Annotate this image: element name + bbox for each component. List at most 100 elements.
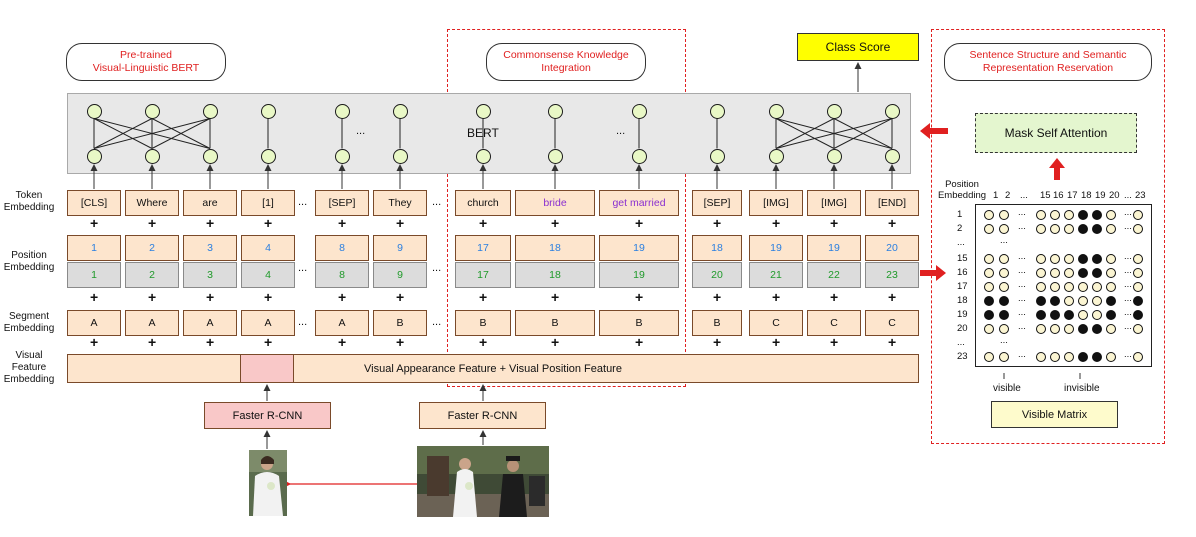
invisible-dot bbox=[1078, 324, 1088, 334]
invisible-dot bbox=[1092, 268, 1102, 278]
visible-dot bbox=[984, 268, 994, 278]
bert-node bbox=[547, 148, 563, 164]
segment-cell: B bbox=[692, 310, 742, 336]
plus-sign: + bbox=[479, 215, 488, 231]
plus-sign: + bbox=[206, 289, 215, 305]
structure-region bbox=[931, 29, 1165, 444]
visible-dot bbox=[984, 282, 994, 292]
plus-sign: + bbox=[772, 334, 781, 350]
matrix-ellipsis: ... bbox=[1124, 207, 1132, 218]
bert-node bbox=[202, 103, 218, 119]
plus-sign: + bbox=[90, 334, 99, 350]
visible-dot bbox=[1092, 296, 1102, 306]
plus-sign: + bbox=[264, 215, 273, 231]
matrix-ellipsis: ... bbox=[1018, 279, 1026, 290]
matrix-row-label: 20 bbox=[957, 323, 968, 334]
segment-cell: C bbox=[749, 310, 803, 336]
plus-sign: + bbox=[713, 334, 722, 350]
invisible-dot bbox=[1078, 224, 1088, 234]
bert-node bbox=[768, 103, 784, 119]
callout-line: Commonsense Knowledge bbox=[503, 49, 629, 61]
callout-line: Integration bbox=[541, 62, 591, 74]
plus-sign: + bbox=[90, 289, 99, 305]
matrix-row-label: 16 bbox=[957, 267, 968, 278]
wedding-scene-image bbox=[417, 446, 549, 517]
matrix-row-label: 18 bbox=[957, 295, 968, 306]
visible-dot bbox=[984, 254, 994, 264]
matrix-ellipsis: ... bbox=[1018, 207, 1026, 218]
visible-dot bbox=[1036, 282, 1046, 292]
visible-dot bbox=[1133, 224, 1143, 234]
matrix-row-label: 23 bbox=[957, 351, 968, 362]
invisible-dot bbox=[1036, 296, 1046, 306]
invisible-dot bbox=[984, 310, 994, 320]
position-cell: 22 bbox=[807, 262, 861, 288]
visible-dot bbox=[1133, 268, 1143, 278]
label-line: Feature bbox=[11, 362, 47, 373]
visible-dot bbox=[1106, 324, 1116, 334]
position-embedding-label: Position Embedding bbox=[0, 250, 58, 274]
up-arrow-icon bbox=[1049, 158, 1065, 180]
invisible-dot bbox=[1092, 210, 1102, 220]
visible-dot bbox=[1064, 324, 1074, 334]
plus-sign: + bbox=[338, 289, 347, 305]
plus-sign: + bbox=[264, 289, 273, 305]
matrix-ellipsis: ... bbox=[1124, 251, 1132, 262]
plus-sign: + bbox=[479, 289, 488, 305]
visible-dot bbox=[984, 224, 994, 234]
plus-sign: + bbox=[396, 334, 405, 350]
position-cell: 20 bbox=[865, 235, 919, 261]
position-cell: 1 bbox=[67, 235, 121, 261]
plus-sign: + bbox=[338, 215, 347, 231]
plus-sign: + bbox=[635, 334, 644, 350]
invisible-dot bbox=[984, 296, 994, 306]
label-line: Embedding bbox=[937, 190, 987, 201]
invisible-dot bbox=[1133, 296, 1143, 306]
visible-dot bbox=[1106, 210, 1116, 220]
plus-sign: + bbox=[888, 215, 897, 231]
row-ellipsis: ... bbox=[298, 196, 308, 208]
plus-sign: + bbox=[830, 215, 839, 231]
label-line: Position bbox=[11, 250, 47, 261]
bert-node bbox=[392, 148, 408, 164]
bert-node bbox=[86, 148, 102, 164]
callout-line: Representation Reservation bbox=[982, 62, 1114, 74]
matrix-col-label: 19 bbox=[1095, 190, 1106, 201]
segment-cell: A bbox=[315, 310, 369, 336]
visible-dot bbox=[1036, 324, 1046, 334]
matrix-row-label: 1 bbox=[957, 209, 963, 220]
plus-sign: + bbox=[396, 289, 405, 305]
bert-node bbox=[260, 103, 276, 119]
label-line: Visual bbox=[15, 350, 43, 361]
bert-node bbox=[334, 103, 350, 119]
bert-node bbox=[260, 148, 276, 164]
plus-sign: + bbox=[635, 289, 644, 305]
token-cell: [SEP] bbox=[315, 190, 369, 216]
visible-dot bbox=[1078, 296, 1088, 306]
position-cell: 19 bbox=[807, 235, 861, 261]
bert-node bbox=[202, 148, 218, 164]
position-cell: 19 bbox=[749, 235, 803, 261]
position-cell: 19 bbox=[599, 235, 679, 261]
visible-dot bbox=[1092, 310, 1102, 320]
position-cell: 18 bbox=[515, 235, 595, 261]
position-cell: 1 bbox=[67, 262, 121, 288]
matrix-col-label: 23 bbox=[1135, 190, 1146, 201]
plus-sign: + bbox=[90, 215, 99, 231]
visible-dot bbox=[999, 352, 1009, 362]
plus-sign: + bbox=[148, 334, 157, 350]
invisible-dot bbox=[999, 310, 1009, 320]
plus-sign: + bbox=[830, 289, 839, 305]
position-cell: 18 bbox=[692, 235, 742, 261]
matrix-col-label: 17 bbox=[1067, 190, 1078, 201]
visible-dot bbox=[999, 224, 1009, 234]
matrix-ellipsis: ... bbox=[1124, 279, 1132, 290]
bert-node bbox=[709, 148, 725, 164]
bert-node bbox=[392, 103, 408, 119]
bert-node bbox=[334, 148, 350, 164]
visible-label: visible bbox=[993, 383, 1021, 394]
wedding-scene-illustration bbox=[417, 446, 549, 517]
label-line: Embedding bbox=[3, 262, 55, 273]
position-cell: 2 bbox=[125, 235, 179, 261]
